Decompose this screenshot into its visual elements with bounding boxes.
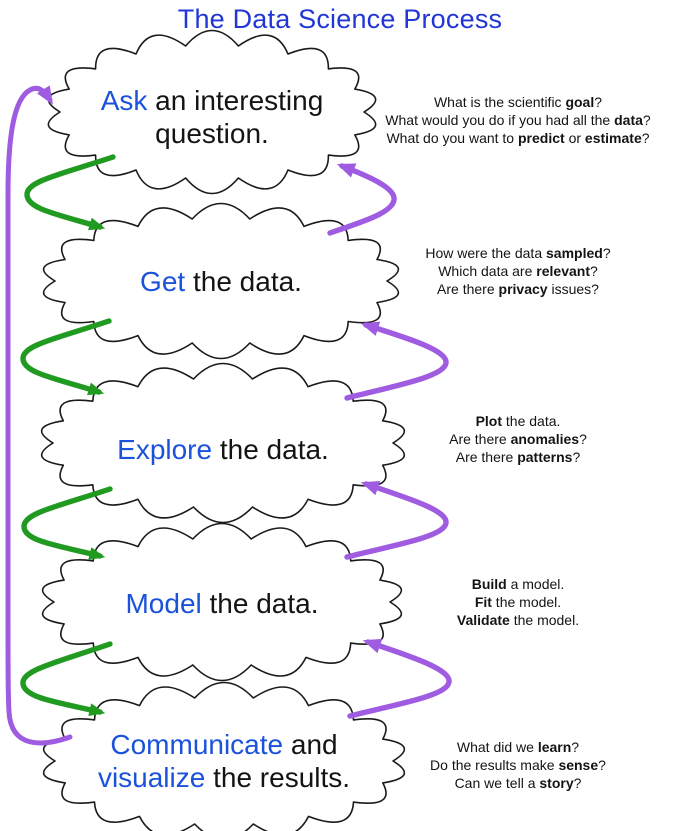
cloud-label-get: Get the data. [140,266,302,297]
cloud-label-explore: Explore the data. [117,434,329,465]
cloud-shape-model [41,522,403,682]
arrow-communicate-to-ask-feedback-icon [5,85,73,746]
cloud-shape-ask [47,29,377,195]
annotation-ask: What is the scientific goal?What would y… [385,94,651,146]
cloud-label-model: Model the data. [125,588,319,619]
arrow-get-to-ask-feedback-icon [327,163,397,236]
arrow-ask-to-get-icon [24,154,116,231]
annotation-communicate: What did we learn?Do the results make se… [430,739,606,791]
arrow-get-to-explore-icon [20,318,112,396]
cloud-shape-explore [40,362,406,524]
arrow-explore-to-get-feedback-icon [344,321,449,401]
arrow-explore-to-model-icon [21,486,113,560]
arrow-model-to-explore-feedback-icon [344,480,449,560]
annotation-explore: Plot the data.Are there anomalies?Are th… [449,413,587,465]
page-title: The Data Science Process [177,4,503,34]
arrow-model-to-communicate-icon [20,641,113,717]
arrow-communicate-to-model-feedback-icon [347,638,452,719]
annotation-get: How were the data sampled?Which data are… [425,245,611,297]
annotation-model: Build a model.Fit the model.Validate the… [456,576,580,628]
cloud-shape-get [42,202,400,360]
cloud-shape-communicate [42,681,406,831]
